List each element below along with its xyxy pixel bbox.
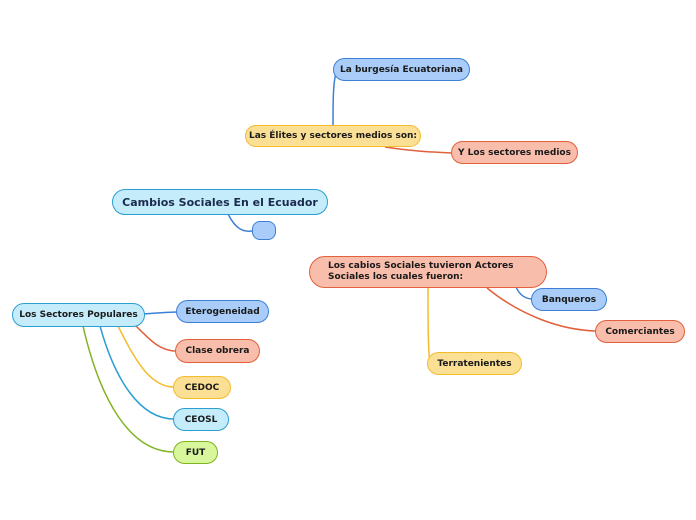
terratenientes-node[interactable]: Terratenientes xyxy=(427,352,522,375)
central-topic[interactable]: Cambios Sociales En el Ecuador xyxy=(112,189,328,215)
sectores-populares-topic[interactable]: Los Sectores Populares xyxy=(12,303,145,327)
empty-subtopic[interactable] xyxy=(252,221,276,240)
burguesia-node[interactable]: La burgesía Ecuatoriana xyxy=(333,58,470,81)
elites-topic[interactable]: Las Élites y sectores medios son: xyxy=(245,125,421,147)
ceosl-node[interactable]: CEOSL xyxy=(173,408,229,431)
cedoc-node[interactable]: CEDOC xyxy=(173,376,231,399)
sectores-medios-node[interactable]: Y Los sectores medios xyxy=(451,141,578,164)
actores-topic[interactable]: Los cabios Sociales tuvieron Actores Soc… xyxy=(309,256,547,288)
banqueros-node[interactable]: Banqueros xyxy=(531,288,607,311)
fut-node[interactable]: FUT xyxy=(173,441,218,464)
clase-obrera-node[interactable]: Clase obrera xyxy=(175,339,260,363)
comerciantes-node[interactable]: Comerciantes xyxy=(595,320,685,343)
eterogeneidad-node[interactable]: Eterogeneidad xyxy=(176,300,269,323)
